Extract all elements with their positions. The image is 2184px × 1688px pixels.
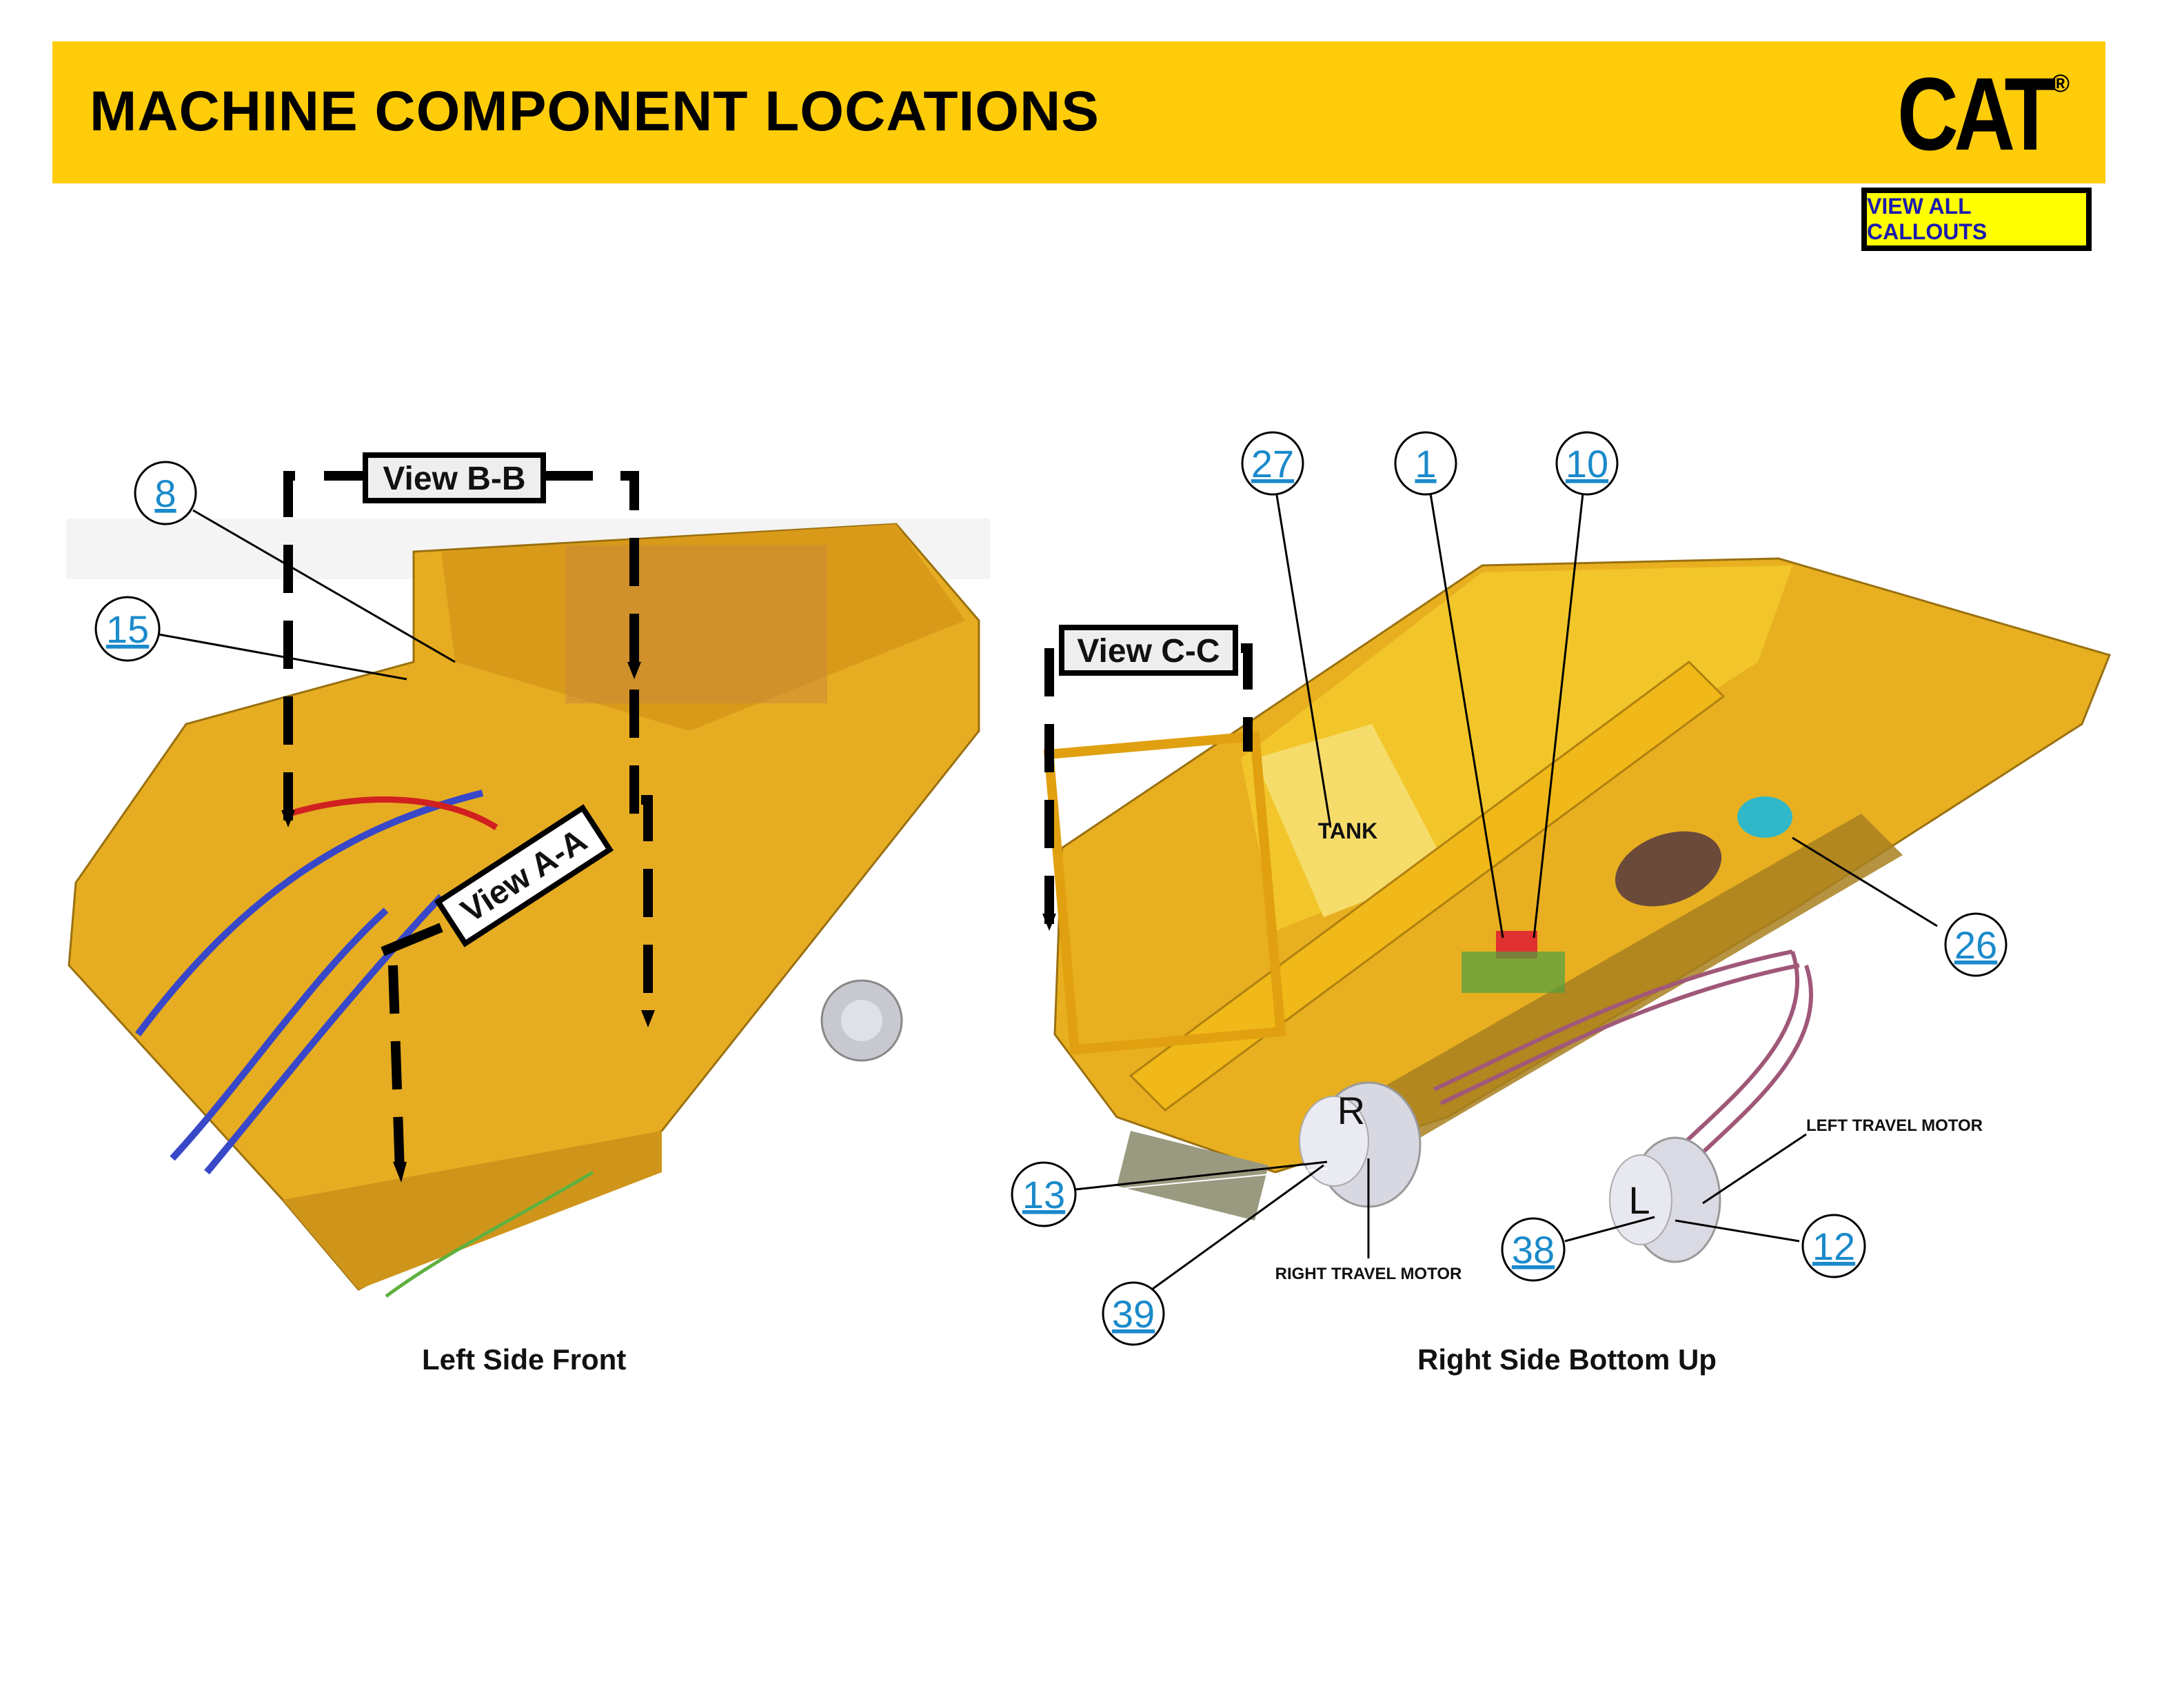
svg-text:RIGHT TRAVEL MOTOR: RIGHT TRAVEL MOTOR <box>1275 1265 1462 1283</box>
hydraulic-tank <box>1255 724 1448 917</box>
callout-38-number[interactable]: 38 <box>1512 1228 1555 1272</box>
right-side-bottom-up-illustration: R L TANK <box>1043 557 2112 1263</box>
front-frame <box>283 1131 662 1289</box>
left-side-front-illustration <box>66 519 990 1298</box>
callout-39-number[interactable]: 39 <box>1112 1292 1155 1336</box>
hose <box>1439 963 1800 1105</box>
hose <box>1680 965 1813 1174</box>
tank-label: TANK <box>1318 818 1378 843</box>
callout-1[interactable]: 1 <box>1394 431 1504 938</box>
swing-bearing <box>1615 831 1722 907</box>
frame-rail <box>1379 814 1903 1138</box>
callout-26-number[interactable]: 26 <box>1954 923 1997 967</box>
hydraulic-hose <box>135 790 484 1037</box>
hose <box>1433 950 1793 1092</box>
callout-1-number[interactable]: 1 <box>1415 442 1436 485</box>
right-view-caption: Right Side Bottom Up <box>1417 1343 1717 1376</box>
cat-logo: CAT ® <box>1897 62 2070 165</box>
hydraulic-hose <box>170 907 389 1161</box>
callout-26[interactable]: 26 <box>1792 836 2008 977</box>
callout-10[interactable]: 10 <box>1533 431 1619 938</box>
callout-10-number[interactable]: 10 <box>1566 442 1608 485</box>
view-all-callouts-button[interactable]: VIEW ALL CALLOUTS <box>1861 188 2092 251</box>
callout-8[interactable]: 8 <box>134 461 456 663</box>
swivel <box>1737 796 1792 838</box>
view-c-c-label[interactable]: View C-C <box>1077 633 1220 670</box>
callout-13[interactable]: 13 <box>1011 1160 1328 1227</box>
left-travel-motor-face <box>1609 1154 1672 1245</box>
header-banner: MACHINE COMPONENT LOCATIONS CAT ® <box>52 41 2105 183</box>
callout-12[interactable]: 12 <box>1675 1214 1866 1278</box>
callout-15[interactable]: 15 <box>94 596 407 681</box>
travel-motor-hub <box>841 1000 882 1041</box>
right-travel-motor-label: RIGHT TRAVEL MOTOR <box>1275 1158 1462 1283</box>
callout-12-number[interactable]: 12 <box>1812 1225 1855 1268</box>
hose <box>1666 951 1799 1160</box>
callout-8-number[interactable]: 8 <box>154 472 176 515</box>
left-travel-motor-label: LEFT TRAVEL MOTOR <box>1702 1116 1983 1205</box>
callout-38[interactable]: 38 <box>1501 1216 1655 1282</box>
callout-13-number[interactable]: 13 <box>1022 1173 1065 1216</box>
wire-harness <box>385 1170 594 1298</box>
frame-section <box>1043 731 1286 1055</box>
hydraulic-hose-red <box>288 796 498 830</box>
view-c-c-label-box[interactable] <box>1059 625 1238 676</box>
callout-15-number[interactable]: 15 <box>106 607 149 651</box>
view-b-b-section: View B-B <box>281 452 641 827</box>
left-view-caption: Left Side Front <box>422 1343 627 1376</box>
callout-27-number[interactable]: 27 <box>1251 442 1294 485</box>
right-motor-letter: R <box>1337 1089 1365 1132</box>
left-motor-letter: L <box>1628 1178 1650 1222</box>
callout-39[interactable]: 39 <box>1102 1164 1324 1346</box>
cat-logo-text: CAT <box>1897 56 2056 172</box>
view-b-b-label-box[interactable] <box>363 452 546 503</box>
svg-text:LEFT TRAVEL MOTOR: LEFT TRAVEL MOTOR <box>1806 1116 1983 1135</box>
callout-27[interactable]: 27 <box>1241 431 1332 828</box>
view-a-a-label-box[interactable] <box>434 804 614 947</box>
cab-panels <box>565 545 827 703</box>
page-title: MACHINE COMPONENT LOCATIONS <box>90 80 1100 143</box>
registered-mark: ® <box>2051 69 2070 97</box>
view-b-b-label[interactable]: View B-B <box>383 461 525 497</box>
view-c-c-section: View C-C <box>1042 625 1253 931</box>
valve <box>1462 952 1565 993</box>
